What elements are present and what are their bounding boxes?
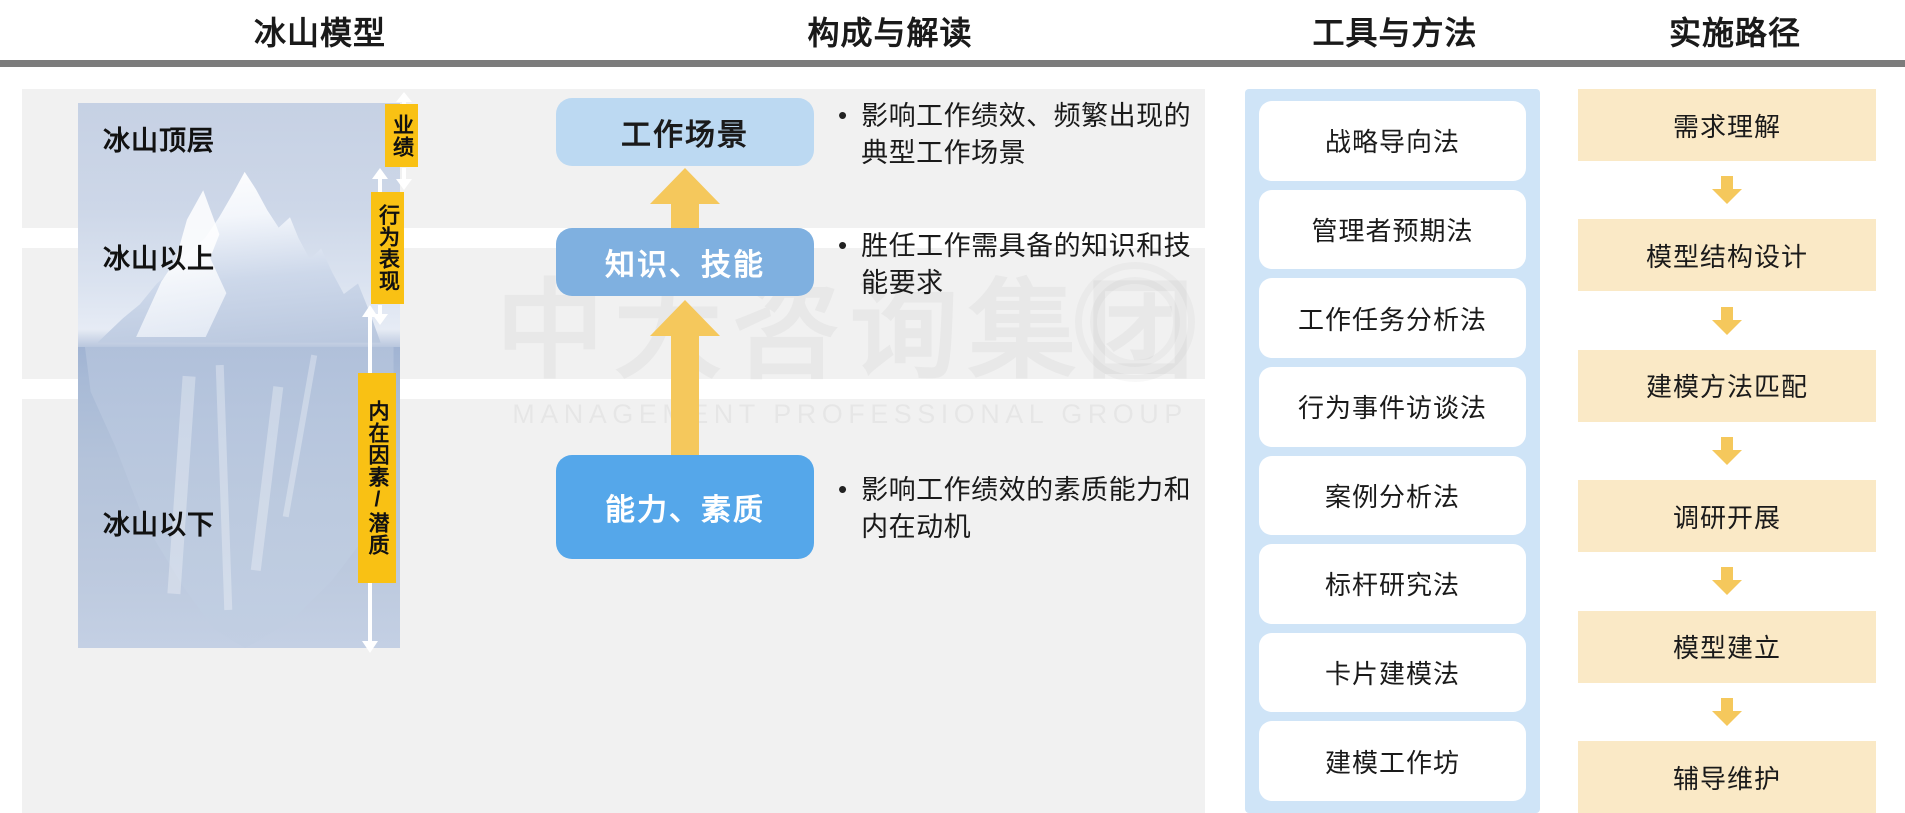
tool-card[interactable]: 卡片建模法 [1259, 632, 1526, 713]
iceberg-tag-behavior: 行为表现 [371, 192, 404, 304]
path-arrow-down [1578, 422, 1876, 480]
description-knowledge-skill: • 胜任工作需具备的知识和技能要求 [838, 228, 1201, 303]
tool-card[interactable]: 行为事件访谈法 [1259, 366, 1526, 447]
description-ability-quality: • 影响工作绩效的素质能力和内在动机 [838, 472, 1201, 547]
description-text: 影响工作绩效的素质能力和内在动机 [861, 475, 1192, 543]
bullet-dot-icon: • [838, 100, 848, 130]
arrow-down-icon [1712, 176, 1742, 205]
arrow-down-icon [372, 305, 388, 325]
iceberg-image [78, 103, 400, 648]
iceberg-label-top: 冰山顶层 [103, 126, 215, 156]
iceberg-label-below: 冰山以下 [103, 510, 215, 540]
bullet-dot-icon: • [838, 474, 848, 504]
column-header-path: 实施路径 [1668, 15, 1801, 51]
concept-box-knowledge-skill[interactable]: 知识、技能 [556, 228, 814, 296]
arrow-down-icon [1712, 306, 1742, 335]
arrow-up-icon [396, 92, 412, 106]
path-step[interactable]: 辅导维护 [1578, 741, 1876, 813]
tool-card[interactable]: 建模工作坊 [1259, 721, 1526, 801]
column-header-tools: 工具与方法 [1312, 15, 1478, 51]
tool-card[interactable]: 案例分析法 [1259, 455, 1526, 536]
path-arrow-down [1578, 552, 1876, 610]
iceberg-tag-internal: 内在因素/潜质 [358, 373, 396, 583]
arrow-down-icon [396, 168, 412, 190]
path-step[interactable]: 模型结构设计 [1578, 219, 1876, 292]
iceberg-tag-performance: 业绩 [385, 104, 418, 167]
iceberg-label-above: 冰山以上 [103, 244, 215, 274]
arrow-down-icon [1712, 697, 1742, 726]
tools-panel: 战略导向法 管理者预期法 工作任务分析法 行为事件访谈法 案例分析法 标杆研究法… [1245, 89, 1540, 813]
tool-card[interactable]: 管理者预期法 [1259, 189, 1526, 270]
arrow-up-icon [372, 168, 388, 192]
tool-card[interactable]: 标杆研究法 [1259, 544, 1526, 624]
description-text: 胜任工作需具备的知识和技能要求 [861, 231, 1192, 299]
arrow-down-icon [362, 583, 378, 653]
path-step[interactable]: 建模方法匹配 [1578, 349, 1876, 422]
arrow-up-thick-icon [650, 300, 720, 455]
path-step[interactable]: 需求理解 [1578, 89, 1876, 161]
arrow-up-thick-icon [650, 168, 720, 228]
tool-card[interactable]: 战略导向法 [1259, 101, 1526, 181]
column-header-iceberg-model: 冰山模型 [253, 15, 386, 51]
arrow-up-icon [362, 305, 378, 375]
bullet-dot-icon: • [838, 230, 848, 260]
description-work-scenario: • 影响工作绩效、频繁出现的典型工作场景 [838, 98, 1201, 173]
tool-card[interactable]: 工作任务分析法 [1259, 278, 1526, 358]
column-header-composition: 构成与解读 [807, 15, 973, 51]
path-arrow-down [1578, 683, 1876, 741]
concept-box-ability-quality[interactable]: 能力、素质 [556, 455, 814, 559]
path-step[interactable]: 模型建立 [1578, 610, 1876, 683]
arrow-down-icon [1712, 437, 1742, 466]
implementation-path-panel: 需求理解 模型结构设计 建模方法匹配 调研开展 模型建立 [1578, 89, 1876, 813]
path-arrow-down [1578, 161, 1876, 219]
path-arrow-down [1578, 291, 1876, 349]
path-step[interactable]: 调研开展 [1578, 480, 1876, 553]
header-divider-rule [0, 60, 1905, 67]
arrow-down-icon [1712, 567, 1742, 596]
concept-box-work-scenario[interactable]: 工作场景 [556, 98, 814, 166]
description-text: 影响工作绩效、频繁出现的典型工作场景 [861, 101, 1192, 169]
